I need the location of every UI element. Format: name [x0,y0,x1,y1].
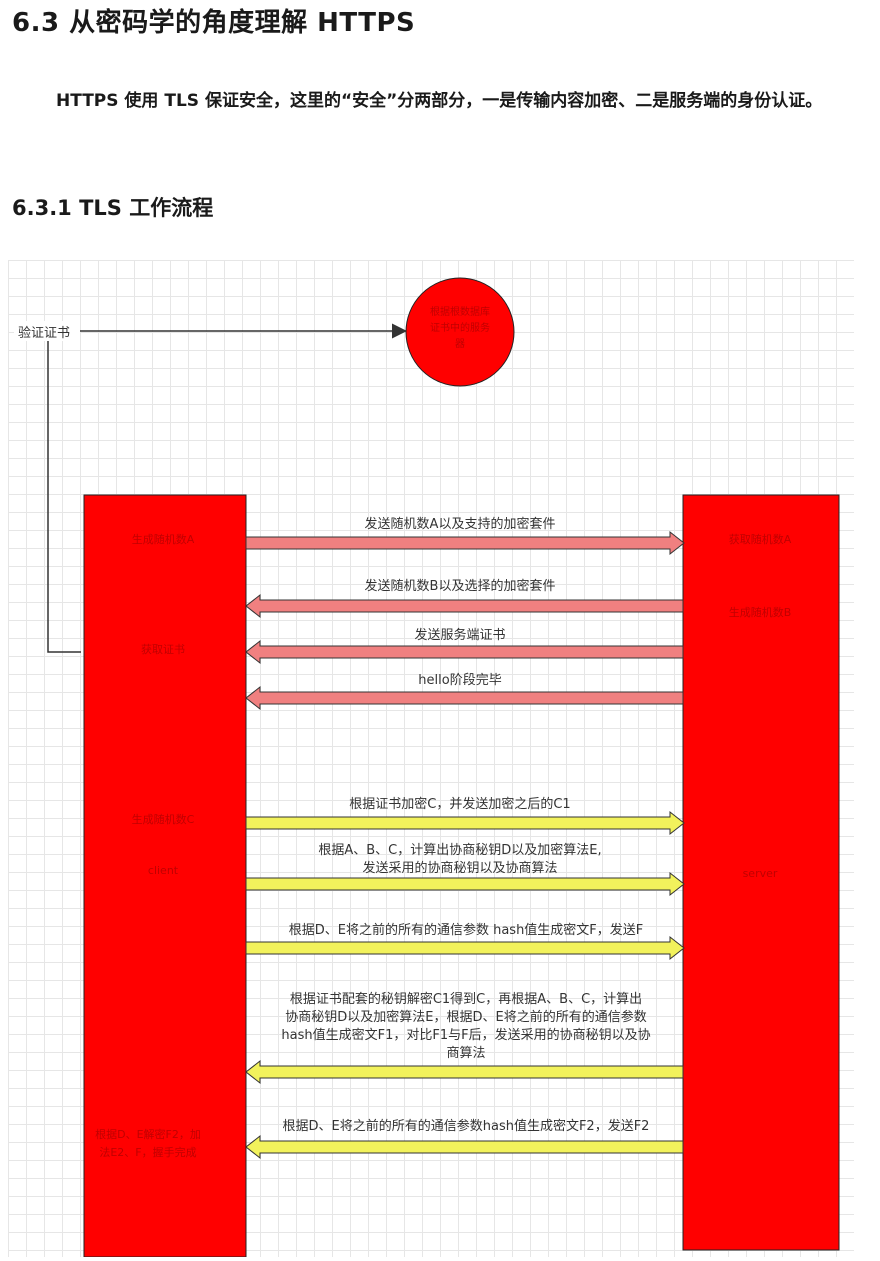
circle-line-3: 器 [455,338,465,350]
client-label-random-c: 生成随机数C [132,812,195,826]
msg1-label: 发送随机数A以及支持的加密套件 [365,516,556,532]
msg5-arrow [245,810,685,836]
verify-label: 验证证书 [18,325,70,341]
client-label-get-cert: 获取证书 [141,643,185,656]
root-ca-circle [405,277,515,387]
msg6-arrow [245,871,685,897]
msg5-label: 根据证书加密C，并发送加密之后的C1 [349,796,570,812]
server-box [682,494,840,1251]
msg7-label: 根据D、E将之前的所有的通信参数 hash值生成密文F，发送F [289,922,644,938]
msg3-arrow [245,639,684,665]
msg6-label-2: 发送采用的协商秘钥以及协商算法 [362,860,557,876]
msg1-arrow [245,530,685,556]
msg7-arrow [245,935,685,961]
msg8-label-3: hash值生成密文F1，对比F1与F后，发送采用的协商秘钥以及协 [281,1027,650,1043]
tls-flow-diagram: 验证证书 根据根数据库 证书中的服务 器 生成随机数A 获取证书 生成随机数C … [8,260,854,1258]
verify-connector-line [47,331,81,653]
msg4-arrow [245,685,684,711]
msg8-label-1: 根据证书配套的秘钥解密C1得到C，再根据A、B、C，计算出 [290,991,642,1007]
page-title: 6.3 从密码学的角度理解 HTTPS [12,8,416,38]
circle-line-2: 证书中的服务 [430,321,490,334]
client-label-decrypt-2: 法E2、F，握手完成 [99,1145,196,1159]
msg6-label-1: 根据A、B、C，计算出协商秘钥D以及加密算法E, [318,842,601,858]
msg3-label: 发送服务端证书 [414,627,505,643]
client-label-random-a: 生成随机数A [132,532,195,546]
msg2-arrow [245,593,684,619]
tls-flow-svg: 验证证书 根据根数据库 证书中的服务 器 生成随机数A 获取证书 生成随机数C … [14,277,840,1258]
client-box [83,494,247,1258]
msg8-arrow [245,1059,684,1085]
server-label-random-b: 生成随机数B [729,605,792,619]
server-label-server: server [743,867,778,880]
msg2-label: 发送随机数B以及选择的加密套件 [365,578,556,594]
section-title: 6.3.1 TLS 工作流程 [12,196,214,220]
msg8-label-4: 商算法 [446,1046,485,1061]
msg8-label-2: 协商秘钥D以及加密算法E，根据D、E将之前的所有的通信参数 [285,1009,646,1025]
client-label-decrypt-1: 根据D、E解密F2，加 [95,1127,201,1141]
msg9-arrow [245,1134,684,1160]
client-label-client: client [148,864,179,877]
msg4-label: hello阶段完毕 [418,673,501,688]
intro-paragraph: HTTPS 使用 TLS 保证安全，这里的“安全”分两部分，一是传输内容加密、二… [56,91,823,111]
msg9-label: 根据D、E将之前的所有的通信参数hash值生成密文F2，发送F2 [283,1118,650,1134]
circle-line-1: 根据根数据库 [430,305,490,318]
server-label-get-random-a: 获取随机数A [729,532,792,546]
